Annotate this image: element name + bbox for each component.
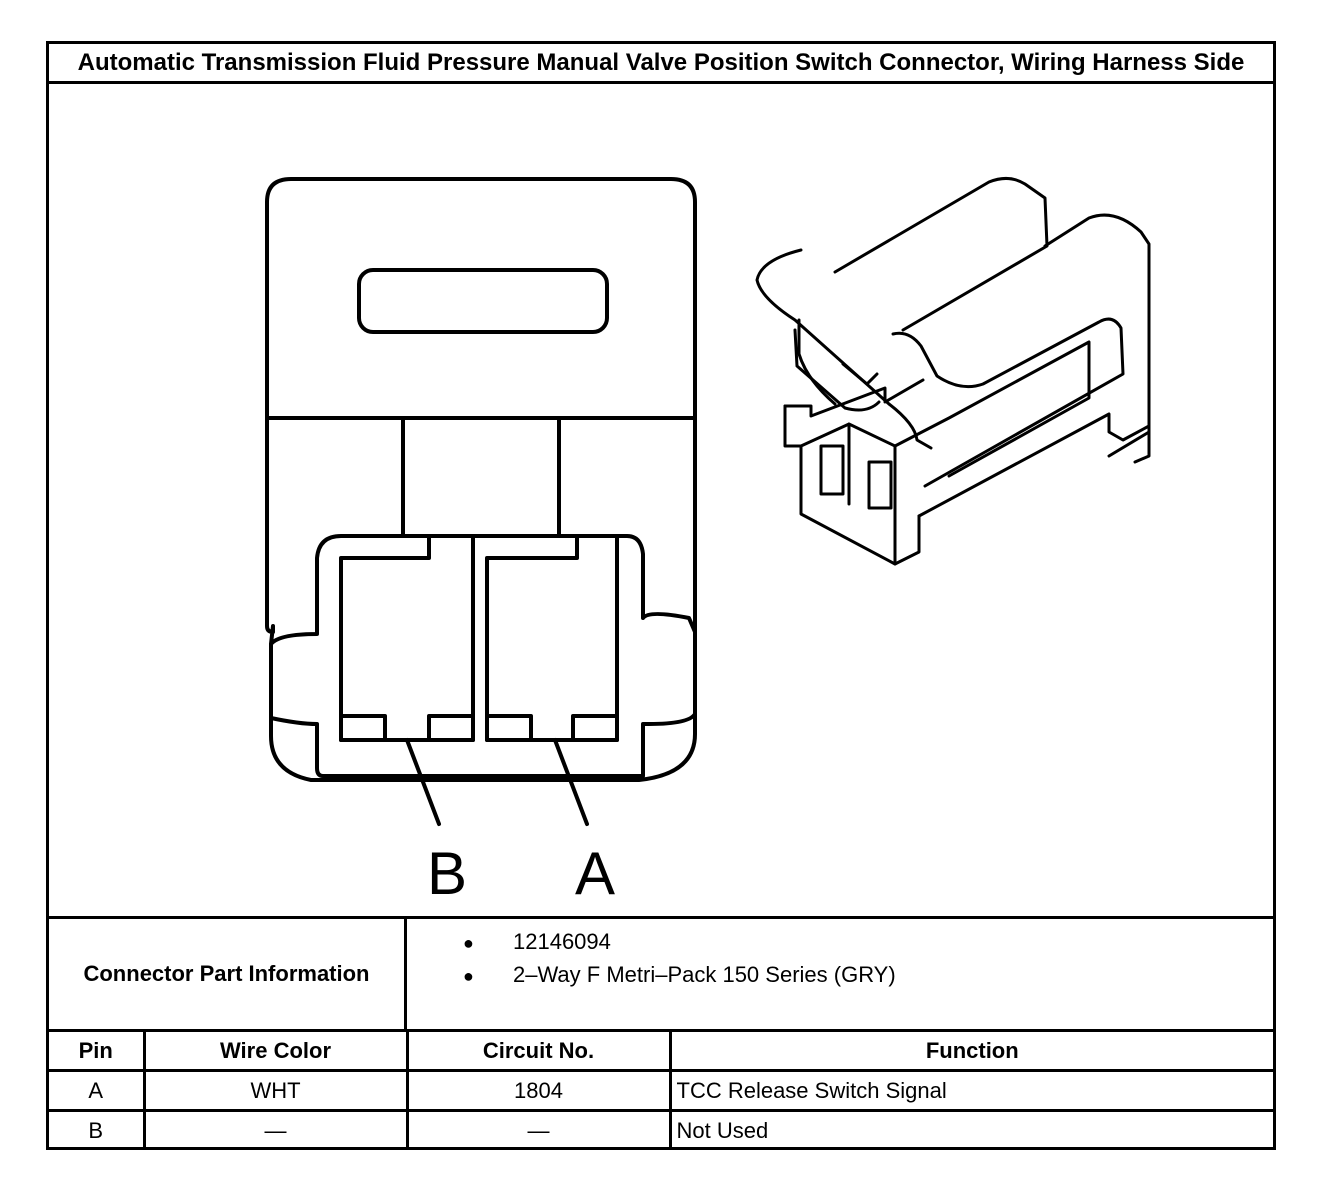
cavity-b-lock-left [339,714,387,742]
terminal-shroud [269,534,697,778]
pin-table-header: Pin Wire Color Circuit No. Function [49,1032,1273,1072]
cavity-b-lock-right [427,714,475,742]
connector-diagram: B A [49,84,1273,916]
function-cell: TCC Release Switch Signal [668,1070,1273,1112]
pin-table: Pin Wire Color Circuit No. Function A WH… [49,1032,1273,1149]
cavity-a-lock-right [571,714,619,742]
iso-cavity-frame [799,422,897,566]
connector-sheet: Automatic Transmission Fluid Pressure Ma… [46,41,1276,1150]
circuit-cell: 1804 [405,1070,670,1112]
pin-cell: B [88,1117,104,1143]
cavity-a-lock-left [485,714,533,742]
header-function: Function [668,1032,1273,1072]
bullet-icon: ● [463,933,474,953]
connector-body-outline [265,177,697,782]
table-row: A WHT 1804 TCC Release Switch Signal [49,1070,1273,1112]
iso-side-shell [1043,213,1151,458]
cavity-a [485,534,619,742]
part-number: 12146094 [513,929,611,954]
table-row: B — — Not Used [49,1110,1273,1149]
header-circuit: Circuit No. [405,1032,670,1072]
connector-iso-view [755,177,1151,566]
iso-latch-arm [755,248,933,450]
iso-latch-slot [793,328,881,412]
wire-color-cell: — [142,1110,407,1149]
iso-guide-slot [891,317,1125,488]
connector-info-label: Connector Part Information [49,919,407,1029]
pointer-b [405,738,441,826]
connector-front-view [265,177,697,826]
bullet-icon: ● [463,966,474,986]
iso-front-base [783,404,921,566]
pin-cell: A [49,1070,144,1112]
iso-base-rail [917,412,1151,518]
connector-part-info: Connector Part Information ● 12146094 ● 2–… [49,916,1273,1032]
iso-cavity-right [867,460,893,510]
iso-latch-front [797,318,837,406]
pin-label-a: A [575,840,615,907]
cavity-b [339,534,475,742]
circuit-cell: — [405,1110,670,1149]
iso-cavity-left [819,444,845,496]
iso-front-top [783,378,925,418]
pin-label-b: B [427,840,467,907]
connector-description: 2–Way F Metri–Pack 150 Series (GRY) [513,962,896,987]
pointer-a [553,738,589,826]
sheet-title: Automatic Transmission Fluid Pressure Ma… [49,44,1273,84]
latch-window [357,268,609,334]
wire-color-cell: WHT [142,1070,407,1112]
info-item: ● 2–Way F Metri–Pack 150 Series (GRY) [463,960,896,990]
header-wire-color: Wire Color [142,1032,407,1072]
iso-inner-rail [893,340,1091,478]
function-cell: Not Used [668,1110,1273,1149]
iso-top-shell [833,177,1049,332]
header-pin: Pin [49,1032,144,1072]
info-item: ● 12146094 [463,927,611,957]
connector-info-list: ● 12146094 ● 2–Way F Metri–Pack 150 Series… [407,919,1273,1029]
connector-drawing: B A [265,177,1151,907]
